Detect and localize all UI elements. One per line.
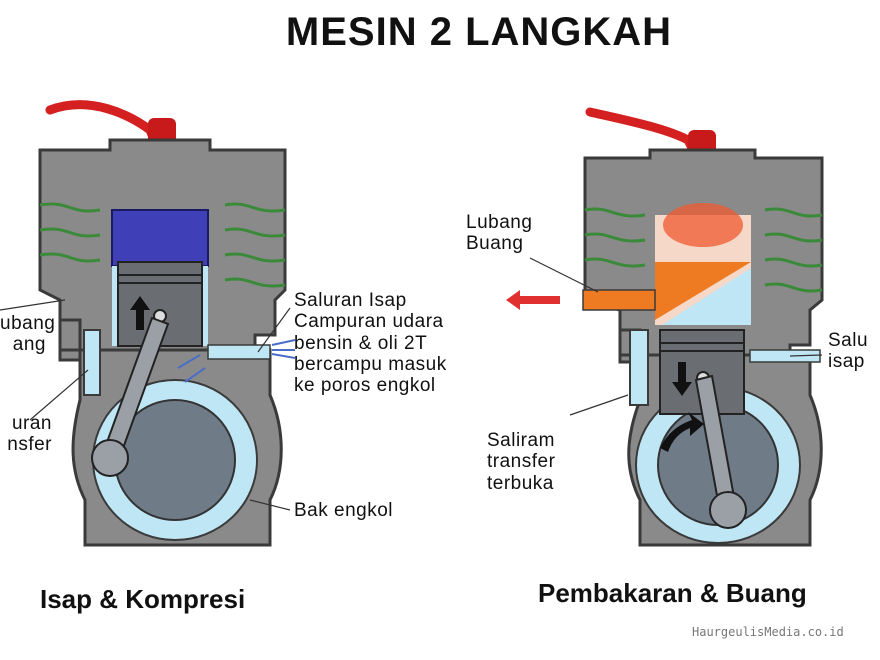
crank-pin: [91, 439, 129, 477]
label-saluran-isap-right: Salu isap: [828, 330, 869, 373]
leader-lines-right: [529, 257, 823, 416]
cooling-fins-right: [584, 207, 823, 293]
transfer-passage: [83, 329, 101, 396]
intake-flow-arrows: [177, 339, 296, 383]
label-bak-engkol: Bak engkol: [294, 500, 394, 521]
label-lubang-isap-left: ubang ang: [0, 313, 56, 356]
exhaust-gas: [655, 262, 751, 320]
arrow-up-icon: [130, 296, 150, 330]
label-saluran-transfer-right: Saliram transfer terbuka: [487, 430, 556, 494]
intake-port: [207, 344, 271, 360]
cooling-fins-left: [39, 202, 286, 288]
diagram-title: MESIN 2 LANGKAH: [285, 10, 673, 54]
caption-left: Isap & Kompresi: [40, 584, 246, 614]
rotation-arrow-icon: [660, 412, 704, 452]
exhaust-arrow-icon: [506, 290, 560, 310]
left-engine: [0, 100, 296, 547]
intake-port: [749, 349, 821, 363]
combustion-chamber: [111, 209, 209, 267]
arrow-down-icon: [672, 362, 692, 396]
transfer-passage: [629, 329, 649, 406]
combustion-flame: [663, 203, 743, 247]
label-saluran-transfer-left: uran nsfer: [7, 413, 52, 456]
label-saluran-isap-left: Saluran Isap Campuran udara bensin & oli…: [294, 290, 447, 397]
caption-right: Pembakaran & Buang: [538, 578, 807, 608]
right-engine: [506, 107, 824, 547]
label-lubang-buang: Lubang Buang: [466, 212, 533, 255]
exhaust-port: [582, 289, 656, 311]
crank-pin: [709, 491, 747, 529]
leader-lines-left: [0, 299, 291, 511]
watermark: HaurgeulisMedia.co.id: [692, 625, 844, 639]
fresh-charge: [662, 268, 751, 325]
spark-plug-cable-icon: [45, 100, 167, 165]
spark-plug-cable-icon: [585, 107, 707, 173]
